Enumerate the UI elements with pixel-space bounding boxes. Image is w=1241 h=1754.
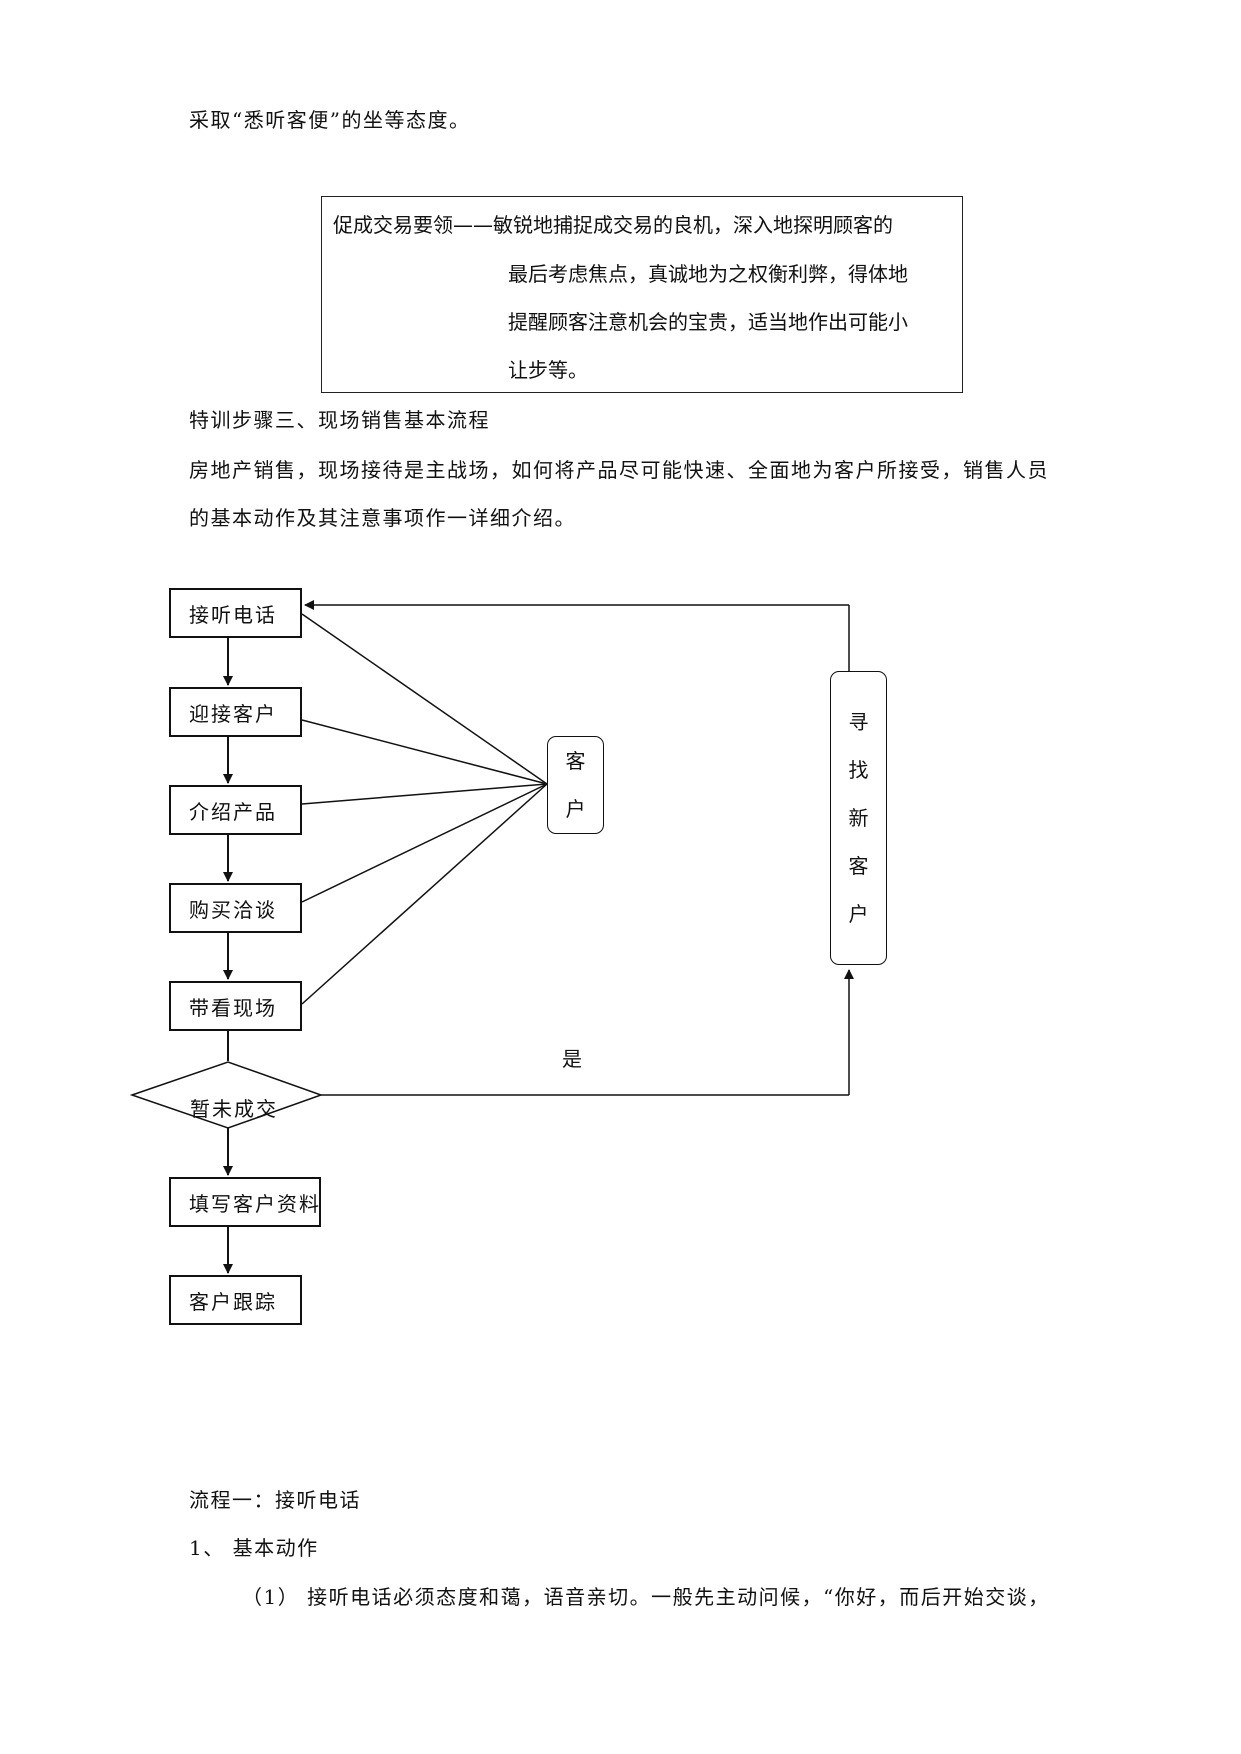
tip-box: 促成交易要领——敏锐地捕捉成交易的良机，深入地探明顾客的 最后考虑焦点，真诚地为…: [321, 196, 963, 393]
step-greet-customer: 迎接客户: [169, 687, 302, 737]
customer-box: 客 户: [547, 736, 604, 834]
find-new-char: 户: [848, 902, 869, 926]
customer-char: 户: [565, 797, 586, 821]
step-answer-phone: 接听电话: [169, 588, 302, 638]
decision-label: 暂未成交: [190, 1097, 278, 1121]
customer-char: 客: [565, 749, 586, 773]
find-new-char: 客: [848, 854, 869, 878]
find-new-char: 新: [848, 806, 869, 830]
step-fill-customer-info: 填写客户资料: [169, 1177, 321, 1227]
flow-heading: 流程一：接听电话: [189, 1488, 361, 1512]
decision-diamond: [129, 1061, 324, 1129]
tip-box-line: 让步等。: [508, 358, 588, 382]
step-customer-follow-up: 客户跟踪: [169, 1275, 302, 1325]
tip-box-line: 提醒顾客注意机会的宝贵，适当地作出可能小: [508, 310, 908, 334]
paragraph-line: 房地产销售，现场接待是主战场，如何将产品尽可能快速、全面地为客户所接受，销售人员: [189, 458, 1049, 482]
intro-line: 采取“悉听客便”的坐等态度。: [189, 108, 471, 132]
section-title: 特训步骤三、现场销售基本流程: [189, 408, 490, 432]
find-new-customer-box: 寻 找 新 客 户: [830, 671, 887, 965]
step-introduce-product: 介绍产品: [169, 785, 302, 835]
step-negotiate: 购买洽谈: [169, 883, 302, 933]
find-new-char: 找: [848, 758, 869, 782]
step-site-visit: 带看现场: [169, 981, 302, 1031]
item-1-text: （1） 接听电话必须态度和蔼，语音亲切。一般先主动问候，“你好，而后开始交谈，: [242, 1585, 1050, 1609]
tip-box-line: 最后考虑焦点，真诚地为之权衡利弊，得体地: [508, 262, 908, 286]
tip-box-lead: 促成交易要领——敏锐地捕捉成交易的良机，深入地探明顾客的: [333, 213, 893, 237]
find-new-char: 寻: [848, 710, 869, 734]
paragraph-line: 的基本动作及其注意事项作一详细介绍。: [189, 506, 576, 530]
sub-heading: 1、 基本动作: [189, 1536, 319, 1560]
yes-label: 是: [562, 1047, 582, 1071]
